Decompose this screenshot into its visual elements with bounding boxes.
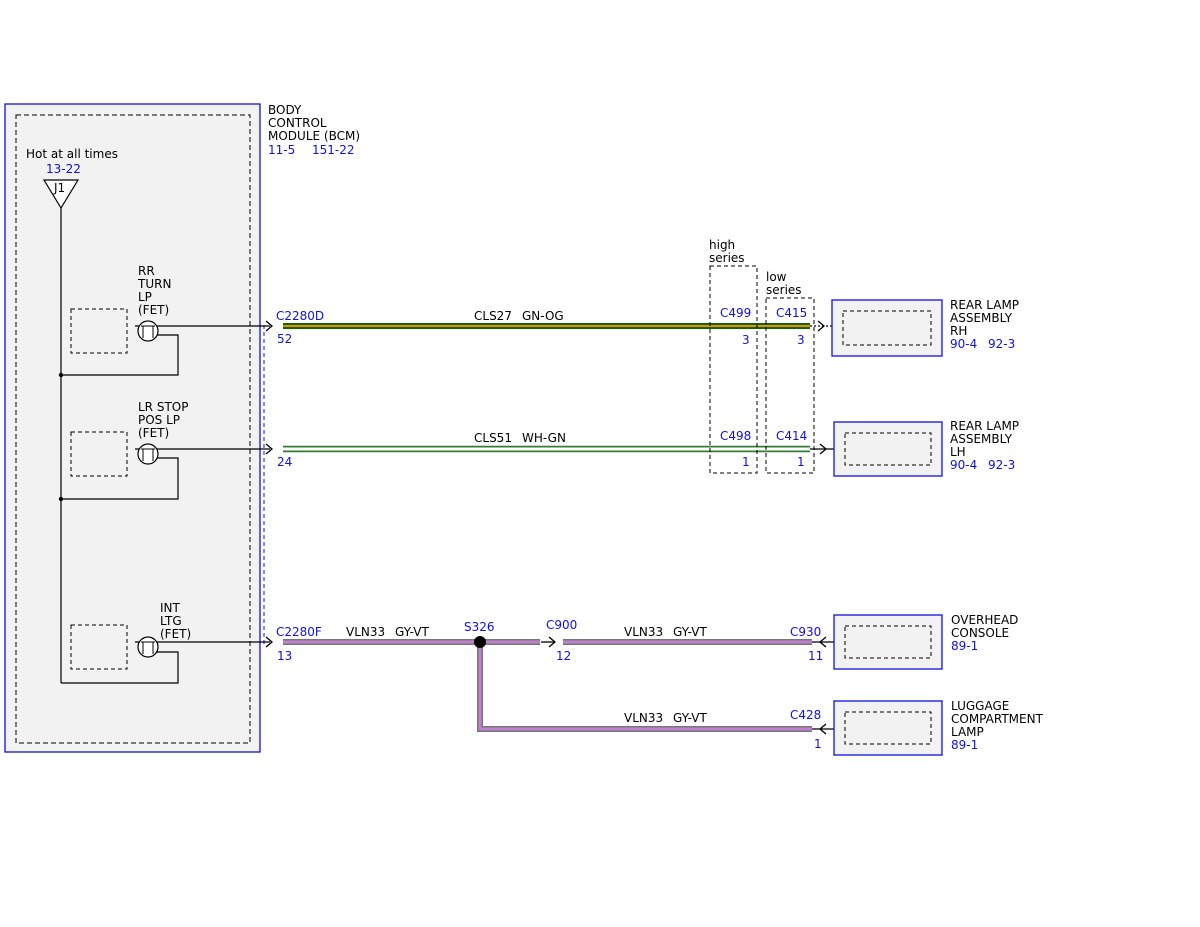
comp-1-line-1: REAR LAMP [950, 298, 1019, 312]
bcm-connector-arrows [265, 320, 274, 648]
component-connector-arrows [810, 320, 845, 735]
comp-1-line-2: ASSEMBLY [950, 311, 1013, 325]
high-series-box [709, 265, 758, 474]
comp-2-line-1: REAR LAMP [950, 419, 1019, 433]
pin-c498: 1 [742, 455, 750, 469]
pin-24: 24 [277, 455, 292, 469]
comp-4-line-1: LUGGAGE [951, 699, 1009, 713]
comp-2-ref-1[interactable]: 90-4 [950, 458, 977, 472]
connector-c414[interactable]: C414 [776, 429, 807, 443]
c900-connector-icon [541, 636, 557, 648]
wire-3b-circuit: VLN33 [624, 625, 663, 639]
bcm-module [4, 103, 265, 753]
comp-3-line-1: OVERHEAD [951, 613, 1018, 627]
wire-cls51[interactable] [283, 445, 810, 453]
bcm-ref-2[interactable]: 151-22 [312, 143, 355, 157]
fuse-label: J1 [53, 181, 65, 195]
fet-2-line-1: LR STOP [138, 400, 188, 414]
connector-c499[interactable]: C499 [720, 306, 751, 320]
comp-1-line-3: RH [950, 324, 967, 338]
wire-3b-color: GY-VT [673, 625, 707, 639]
fet-1-line-3: LP [138, 290, 152, 304]
comp-1-ref-1[interactable]: 90-4 [950, 337, 977, 351]
pin-c414: 1 [797, 455, 805, 469]
hot-ref[interactable]: 13-22 [46, 162, 81, 176]
comp-3-ref-1[interactable]: 89-1 [951, 639, 978, 653]
high-series-label-2: series [709, 251, 745, 265]
pin-c499: 3 [742, 333, 750, 347]
connector-c428[interactable]: C428 [790, 708, 821, 722]
comp-4-line-3: LAMP [951, 725, 984, 739]
wire-3c-circuit: VLN33 [624, 711, 663, 725]
low-series-label-1: low [766, 270, 787, 284]
comp-2-line-3: LH [950, 445, 966, 459]
splice-s326-icon [474, 636, 486, 648]
bcm-title-line-1: BODY [268, 103, 302, 117]
component-overhead-console[interactable] [833, 614, 943, 670]
bcm-internal-bus [60, 208, 270, 684]
fet-int-ltg [70, 624, 159, 670]
bcm-title-line-3: MODULE (BCM) [268, 129, 360, 143]
fet-1-line-4: (FET) [138, 303, 169, 317]
bcm-title-line-2: CONTROL [268, 116, 327, 130]
wire-3-color: GY-VT [395, 625, 429, 639]
connector-c930[interactable]: C930 [790, 625, 821, 639]
wire-vln33[interactable] [283, 639, 812, 732]
comp-3-line-2: CONSOLE [951, 626, 1009, 640]
pin-c415: 3 [797, 333, 805, 347]
component-luggage-lamp[interactable] [833, 700, 943, 756]
pin-c930: 11 [808, 649, 823, 663]
bcm-ref-1[interactable]: 11-5 [268, 143, 295, 157]
connector-c900[interactable]: C900 [546, 618, 577, 632]
fet-rr-turn [70, 308, 159, 354]
comp-1-ref-2[interactable]: 92-3 [988, 337, 1015, 351]
comp-2-line-2: ASSEMBLY [950, 432, 1013, 446]
connector-c498[interactable]: C498 [720, 429, 751, 443]
wire-3c-color: GY-VT [673, 711, 707, 725]
high-series-label-1: high [709, 238, 735, 252]
low-series-box [765, 297, 815, 474]
wire-2-color: WH-GN [522, 431, 566, 445]
hot-label: Hot at all times [26, 147, 118, 161]
comp-4-line-2: COMPARTMENT [951, 712, 1044, 726]
fet-1-line-2: TURN [137, 277, 171, 291]
comp-2-ref-2[interactable]: 92-3 [988, 458, 1015, 472]
fet-lr-stop [70, 431, 159, 477]
pin-c428: 1 [814, 737, 822, 751]
fet-3-line-3: (FET) [160, 627, 191, 641]
wire-1-color: GN-OG [522, 309, 564, 323]
fet-2-line-3: (FET) [138, 426, 169, 440]
low-series-label-2: series [766, 283, 802, 297]
wire-1-circuit: CLS27 [474, 309, 512, 323]
pin-52: 52 [277, 332, 292, 346]
pin-c900: 12 [556, 649, 571, 663]
wire-2-circuit: CLS51 [474, 431, 512, 445]
fet-2-line-2: POS LP [138, 413, 180, 427]
connector-c415[interactable]: C415 [776, 306, 807, 320]
pin-13: 13 [277, 649, 292, 663]
fet-3-line-1: INT [160, 601, 181, 615]
connector-c2280f[interactable]: C2280F [276, 625, 322, 639]
connector-c2280d[interactable]: C2280D [276, 309, 324, 323]
fet-3-line-2: LTG [160, 614, 182, 628]
wire-3-circuit: VLN33 [346, 625, 385, 639]
component-rear-lamp-rh[interactable] [831, 299, 943, 357]
comp-4-ref-1[interactable]: 89-1 [951, 738, 978, 752]
component-rear-lamp-lh[interactable] [833, 421, 943, 477]
fet-1-line-1: RR [138, 264, 155, 278]
fuse-j1-icon [42, 179, 80, 210]
splice-s326[interactable]: S326 [464, 620, 495, 634]
